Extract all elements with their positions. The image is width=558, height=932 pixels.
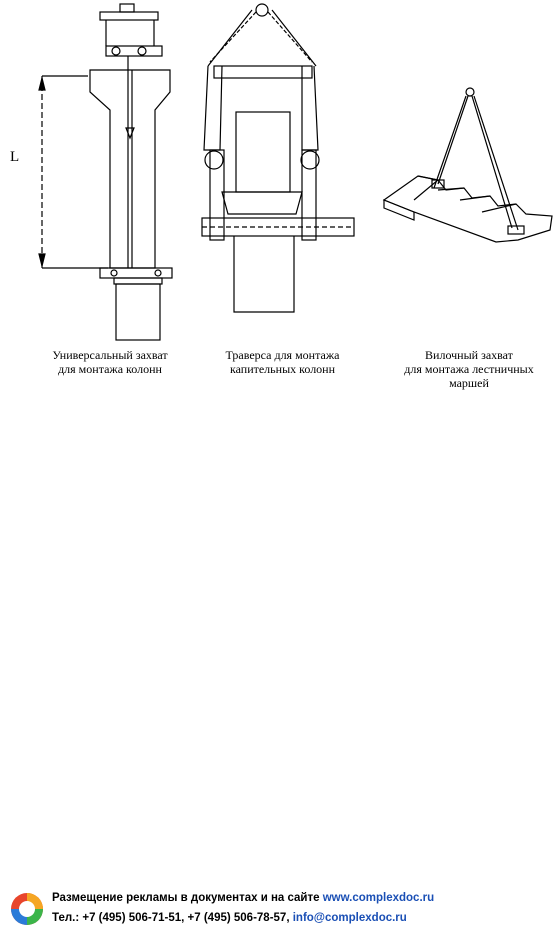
footer-contacts-line: Тел.: +7 (495) 506-71-51, +7 (495) 506-7… <box>52 912 407 924</box>
column-grip-caption-line-1: Универсальный захват <box>52 348 168 362</box>
footer-phones: Тел.: +7 (495) 506-71-51, +7 (495) 506-7… <box>52 912 290 924</box>
capital-traverse-caption-line-1: Траверса для монтажа <box>225 348 340 362</box>
complexdoc-gear-logo-icon <box>11 893 43 925</box>
fork-grip-caption-line-3: маршей <box>449 376 489 390</box>
column-grip-caption: Универсальный захват для монтажа колонн <box>10 348 210 376</box>
fork-grip-caption-line-1: Вилочный захват <box>425 348 513 362</box>
fork-grip-caption-line-2: для монтажа лестничных <box>404 362 534 376</box>
column-grip-caption-line-2: для монтажа колонн <box>58 362 162 376</box>
footer-ad: Размещение рекламы в документах и на сай… <box>0 884 558 932</box>
footer-email-link[interactable]: info@complexdoc.ru <box>292 912 407 924</box>
fork-grip-drawing <box>382 87 553 243</box>
column-grip-drawing <box>38 3 173 341</box>
footer-site-link[interactable]: www.complexdoc.ru <box>322 892 435 904</box>
capital-traverse-drawing <box>201 3 355 313</box>
capital-traverse-caption: Траверса для монтажа капительных колонн <box>195 348 370 376</box>
footer-ad-line: Размещение рекламы в документах и на сай… <box>52 892 434 904</box>
capital-traverse-caption-line-2: капительных колонн <box>229 362 336 376</box>
footer-ad-text: Размещение рекламы в документах и на сай… <box>52 892 320 904</box>
fork-grip-caption: Вилочный захват для монтажа лестничных м… <box>380 348 558 390</box>
column-grip-dimension-label: L <box>10 149 20 165</box>
